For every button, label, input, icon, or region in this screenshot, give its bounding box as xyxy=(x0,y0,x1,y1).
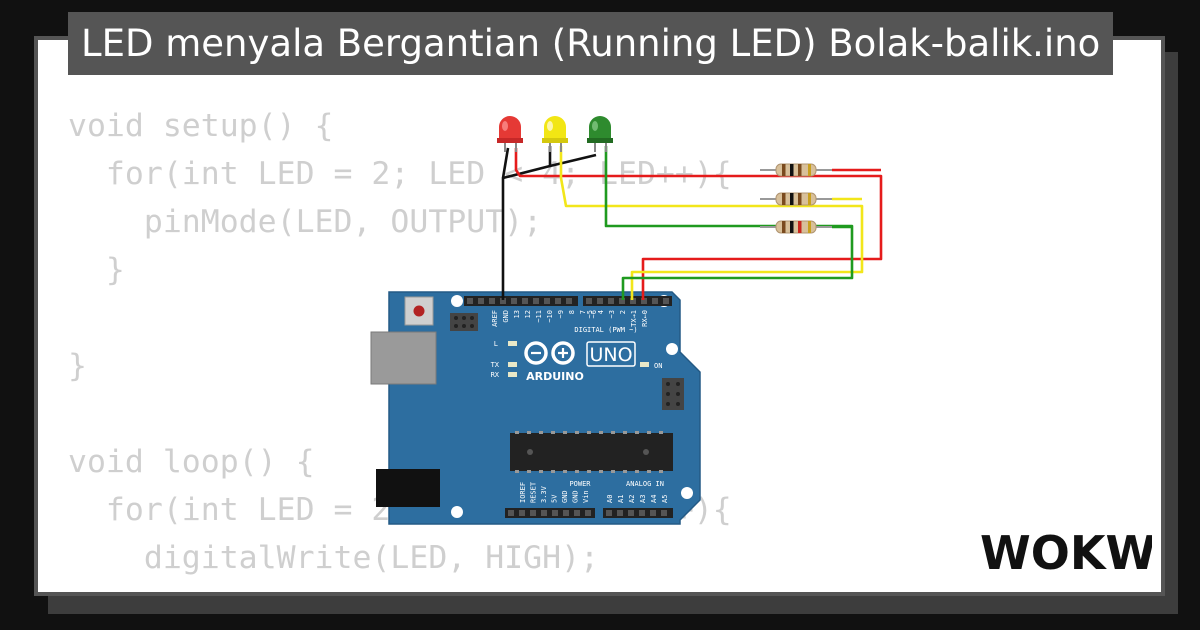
code-line: void setup() { xyxy=(68,108,334,144)
power-pin-label: GND xyxy=(561,490,569,503)
digital-pin-label: 8 xyxy=(568,310,576,314)
power-pin-label: Vin xyxy=(582,490,590,503)
power-pin-label: IOREF xyxy=(519,482,527,503)
wire-ground-green xyxy=(549,153,597,168)
on-led-label: ON xyxy=(654,362,662,370)
digital-pin-label: TX→1 xyxy=(630,310,638,327)
code-line: pinMode(LED, OUTPUT); xyxy=(68,204,543,240)
led-yellow[interactable] xyxy=(542,116,568,152)
wire-red xyxy=(514,148,883,300)
analog-pin-label: A3 xyxy=(639,495,647,503)
code-line: delay(200); xyxy=(68,582,732,592)
resistor-2 xyxy=(760,192,832,206)
usb-port xyxy=(370,331,437,385)
led-group xyxy=(497,116,613,152)
digital-pin-label: ~11 xyxy=(535,310,543,323)
power-pin-label: RESET xyxy=(530,481,538,503)
resistor-3 xyxy=(760,220,832,234)
wire-ground-red xyxy=(501,147,510,179)
power-pin-label: 5V xyxy=(551,494,559,503)
board-brand-label: ARDUINO xyxy=(526,370,584,383)
analog-pin-label: A5 xyxy=(661,495,669,503)
resistor-1 xyxy=(760,163,832,177)
digital-header-right xyxy=(583,296,672,306)
digital-pin-label: RX←0 xyxy=(641,310,649,327)
board-model-label: UNO xyxy=(589,344,632,366)
digital-header-left xyxy=(464,296,578,306)
digital-pin-label: ~5 xyxy=(586,310,594,318)
digital-label: DIGITAL (PWM ~) xyxy=(574,326,637,334)
analog-pin-label: A4 xyxy=(650,495,658,503)
analog-label: ANALOG IN xyxy=(626,480,664,488)
analog-pin-label: A1 xyxy=(617,495,625,503)
wire-yellow xyxy=(559,146,864,300)
wokwi-logo-text: WOKWI xyxy=(980,526,1152,580)
digital-pin-label: ~3 xyxy=(608,310,616,318)
digital-pin-label: 4 xyxy=(597,310,605,314)
project-title: LED menyala Bergantian (Running LED) Bol… xyxy=(68,12,1113,75)
wokwi-logo: WOKWI xyxy=(980,526,1152,580)
power-header xyxy=(505,508,595,518)
analog-pin-label: A0 xyxy=(606,495,614,503)
led-red[interactable] xyxy=(497,116,523,152)
digital-pin-label: ~10 xyxy=(546,310,554,323)
code-preview: void setup() { for(int LED = 2; LED < 4;… xyxy=(68,102,732,592)
power-pin-label: 3.3V xyxy=(540,485,548,503)
rx-led-label: RX xyxy=(491,371,500,379)
arduino-uno-board: UNO ARDUINO DIGITAL (PWM ~) L TX RX ON P… xyxy=(370,291,701,525)
arduino-logo-icon xyxy=(524,341,575,365)
digital-pin-label: 2 xyxy=(619,310,627,314)
tx-led-label: TX xyxy=(491,361,500,369)
code-line: } xyxy=(68,348,87,384)
digital-pin-label: ~9 xyxy=(557,310,565,318)
code-line: digitalWrite(LED, HIGH); xyxy=(68,540,600,576)
code-line: void loop() { xyxy=(68,444,315,480)
l-led-label: L xyxy=(494,340,498,348)
digital-pin-label: ~6 xyxy=(590,310,598,318)
led-green[interactable] xyxy=(587,116,613,152)
digital-pin-label: 7 xyxy=(579,310,587,314)
digital-pin-label: GND xyxy=(502,310,510,323)
analog-header xyxy=(603,508,673,518)
digital-pin-label: 12 xyxy=(524,310,532,318)
power-pin-label: GND xyxy=(572,490,580,503)
power-label: POWER xyxy=(569,480,591,488)
code-line: } xyxy=(68,252,125,288)
digital-pin-label: AREF xyxy=(491,310,499,327)
analog-pin-label: A2 xyxy=(628,495,636,503)
power-jack xyxy=(376,469,440,507)
wire-ground xyxy=(501,146,552,300)
digital-pin-label: 13 xyxy=(513,310,521,318)
